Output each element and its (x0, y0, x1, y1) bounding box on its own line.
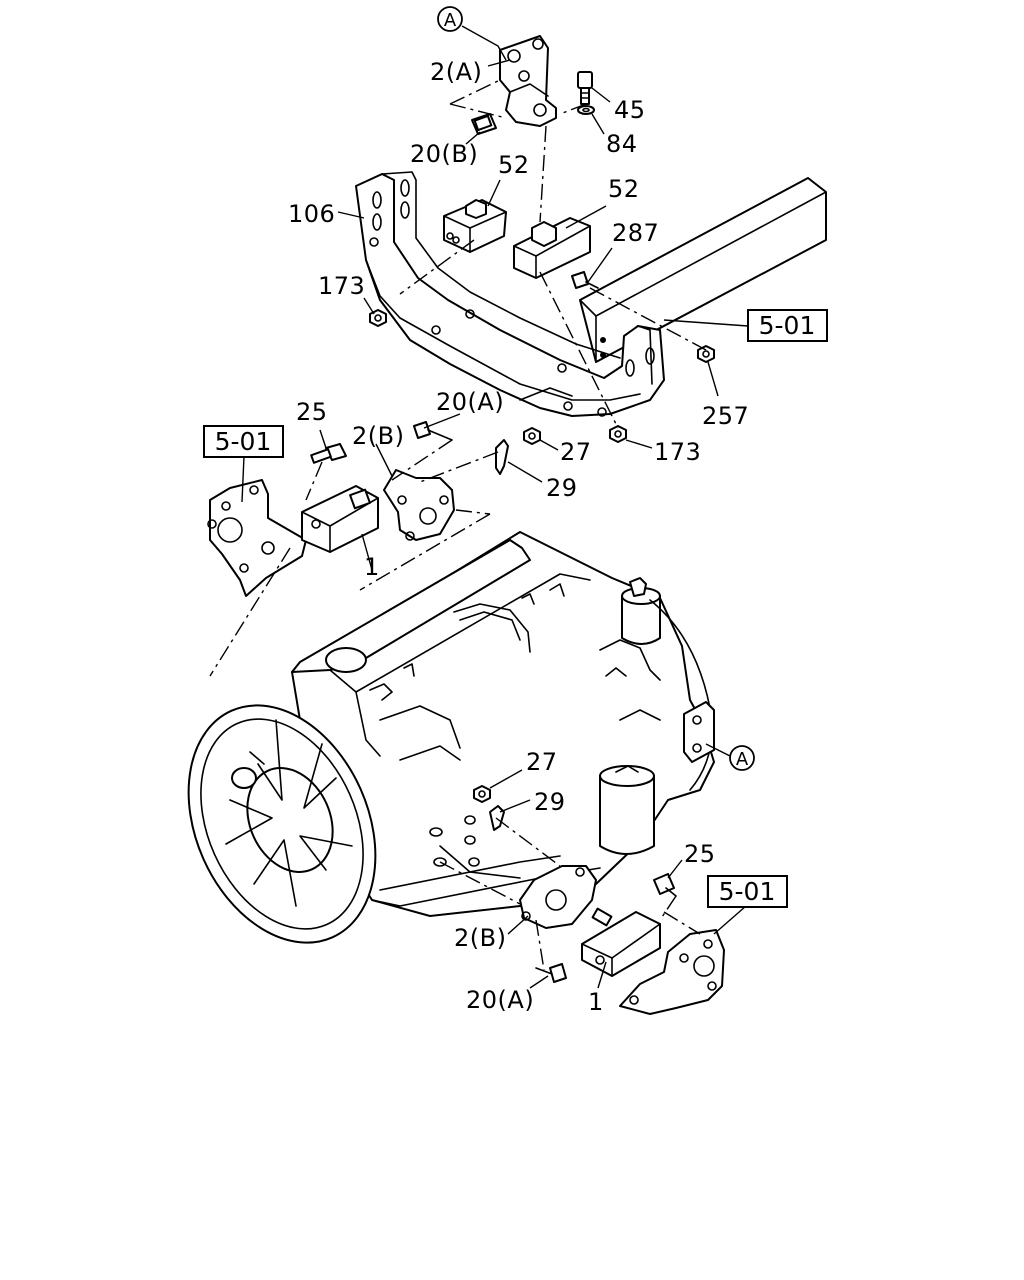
marker-a-top: A (437, 6, 463, 32)
bracket-2b-left (383, 469, 455, 541)
nut-257 (697, 345, 715, 363)
clip-29-top (495, 439, 509, 475)
ref-label-top-right: 5-01 (759, 311, 816, 340)
bolt-25-left (310, 443, 347, 464)
frame-bracket-right (619, 929, 725, 1015)
callout-20a-bottom: 20(A) (466, 986, 534, 1014)
bracket-2b-bottom (519, 865, 597, 929)
crossmember-106 (355, 171, 665, 417)
callout-labels: 2(A) 45 84 20(B) 52 52 106 287 173 257 1… (288, 58, 749, 1016)
callout-29-top: 29 (546, 474, 578, 502)
callout-27-bottom: 27 (526, 748, 558, 776)
callout-173-left: 173 (318, 272, 365, 300)
frame-bracket-left (207, 479, 307, 597)
marker-a-right: A (729, 745, 755, 771)
callout-52-right: 52 (608, 175, 640, 203)
assembly-lines-bottom (439, 817, 701, 971)
bracket-2a (499, 35, 557, 127)
nut-27-top (523, 427, 541, 445)
callout-2b-bottom: 2(B) (454, 924, 506, 952)
callout-25-bottom: 25 (684, 840, 716, 868)
callout-45: 45 (614, 96, 646, 124)
callout-84: 84 (606, 130, 638, 158)
ref-box-top-right[interactable]: 5-01 (747, 309, 828, 342)
callout-2a-top: 2(A) (430, 58, 482, 86)
leader-lines (241, 25, 749, 989)
cooling-fan (187, 704, 377, 944)
nut-173-right (609, 425, 627, 443)
ref-label-bottom-right: 5-01 (719, 877, 776, 906)
callout-20a-mid: 20(A) (436, 388, 504, 416)
bolt-20a-bottom (535, 963, 567, 983)
bolt-20a-mid (413, 421, 453, 441)
nut-27-bottom (473, 785, 491, 803)
insulator-1-left (301, 485, 379, 553)
callout-27-top: 27 (560, 438, 592, 466)
callout-173-right: 173 (654, 438, 701, 466)
callout-29-bottom: 29 (534, 788, 566, 816)
engine-assembly (291, 531, 715, 917)
assembly-lines-left (209, 439, 499, 677)
callout-2b-top: 2(B) (352, 422, 404, 450)
ref-box-left[interactable]: 5-01 (203, 425, 284, 458)
insulator-52-right (513, 217, 591, 279)
ref-box-bottom-right[interactable]: 5-01 (707, 875, 788, 908)
callout-52-left: 52 (498, 151, 530, 179)
callout-1-bottom: 1 (588, 988, 604, 1016)
bolt-20b (471, 113, 497, 135)
insulator-1-bottom (581, 907, 661, 977)
marker-a-top-label: A (444, 10, 457, 31)
ref-label-left: 5-01 (215, 427, 272, 456)
bolt-45 (577, 71, 593, 105)
bolt-25-bottom (653, 873, 677, 897)
insulator-52-left (443, 199, 507, 253)
assembly-lines-top (399, 79, 707, 429)
bolt-287 (571, 271, 599, 289)
washer-84 (577, 105, 595, 115)
callout-287: 287 (612, 219, 659, 247)
callout-257: 257 (702, 402, 749, 430)
callout-1-top: 1 (364, 553, 380, 581)
callout-20b: 20(B) (410, 140, 478, 168)
callout-106: 106 (288, 200, 335, 228)
marker-a-right-label: A (736, 749, 749, 770)
callout-25-top: 25 (296, 398, 328, 426)
